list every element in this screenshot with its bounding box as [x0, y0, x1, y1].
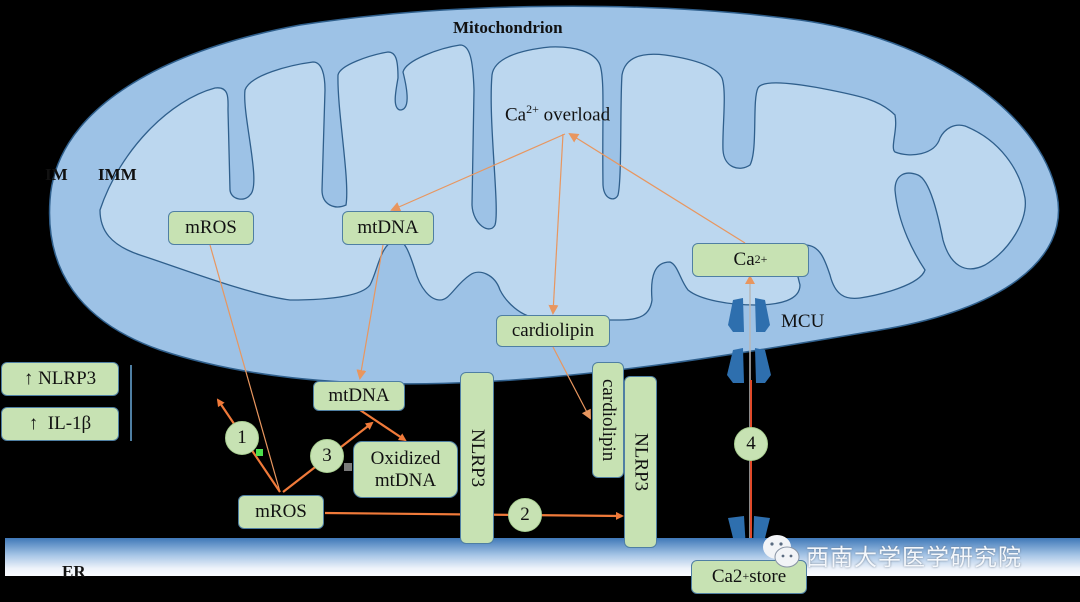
ca-store-node: Ca2+ store [691, 560, 807, 594]
legend-nlrp3: ↑ NLRP3 [1, 362, 119, 396]
inner-membrane-label: IMM [98, 165, 137, 184]
outer-membrane-label: IM [45, 165, 68, 184]
legend-il1b: ↑ IL-1β [1, 407, 119, 441]
mros-cyto-node: mROS [238, 495, 324, 529]
oxidized-mtdna-line2: mtDNA [374, 469, 437, 491]
step-2-marker: 2 [508, 498, 542, 532]
step-1-marker: 1 [225, 421, 259, 455]
arrow-mtdna-to-cyto [356, 244, 384, 380]
step-4-marker: 4 [734, 427, 768, 461]
arrow-mtdna-to-oxidized [359, 409, 407, 442]
watermark-text: 西南大学医学研究院 [806, 545, 1022, 571]
oxidized-mtdna-node: Oxidized mtDNA [353, 441, 458, 498]
up-arrow-icon: ↑ [28, 413, 39, 435]
cardiolipin-cyto-node: cardiolipin [592, 362, 624, 478]
step-3-marker: 3 [310, 439, 344, 473]
er-membrane [5, 538, 1080, 576]
up-arrow-icon: ↑ [23, 368, 34, 390]
mtdna-mito-node: mtDNA [342, 211, 434, 245]
selection-handle [256, 449, 263, 456]
mcu-channel-upper [728, 298, 770, 332]
nlrp3-left-node: NLRP3 [460, 372, 494, 544]
ca-overload-label: Ca2+ overload [505, 102, 611, 126]
mtdna-cyto-node: mtDNA [313, 381, 405, 411]
mitochondrion-title: Mitochondrion [453, 18, 563, 37]
mros-mito-node: mROS [168, 211, 254, 245]
arrow-overload-to-cardiolipin [548, 133, 564, 315]
arrow-mros-to-cyto [209, 244, 281, 493]
connector-handle [344, 463, 352, 471]
arrow-ca2-to-overload [568, 132, 746, 244]
mcu-channel-lower [727, 348, 771, 383]
er-label: ER [62, 562, 86, 581]
arrowhead-ca2 [745, 275, 755, 284]
mcu-label: MCU [781, 311, 825, 332]
arrow-cardiolipin-to-cyto [552, 346, 591, 420]
nlrp3-right-node: NLRP3 [624, 376, 657, 548]
oxidized-mtdna-line1: Oxidized [370, 447, 441, 469]
cardiolipin-mito-node: cardiolipin [496, 315, 610, 347]
wechat-icon [763, 535, 800, 568]
legend-divider [130, 365, 132, 441]
arrow-overload-to-mtdna [390, 133, 566, 212]
